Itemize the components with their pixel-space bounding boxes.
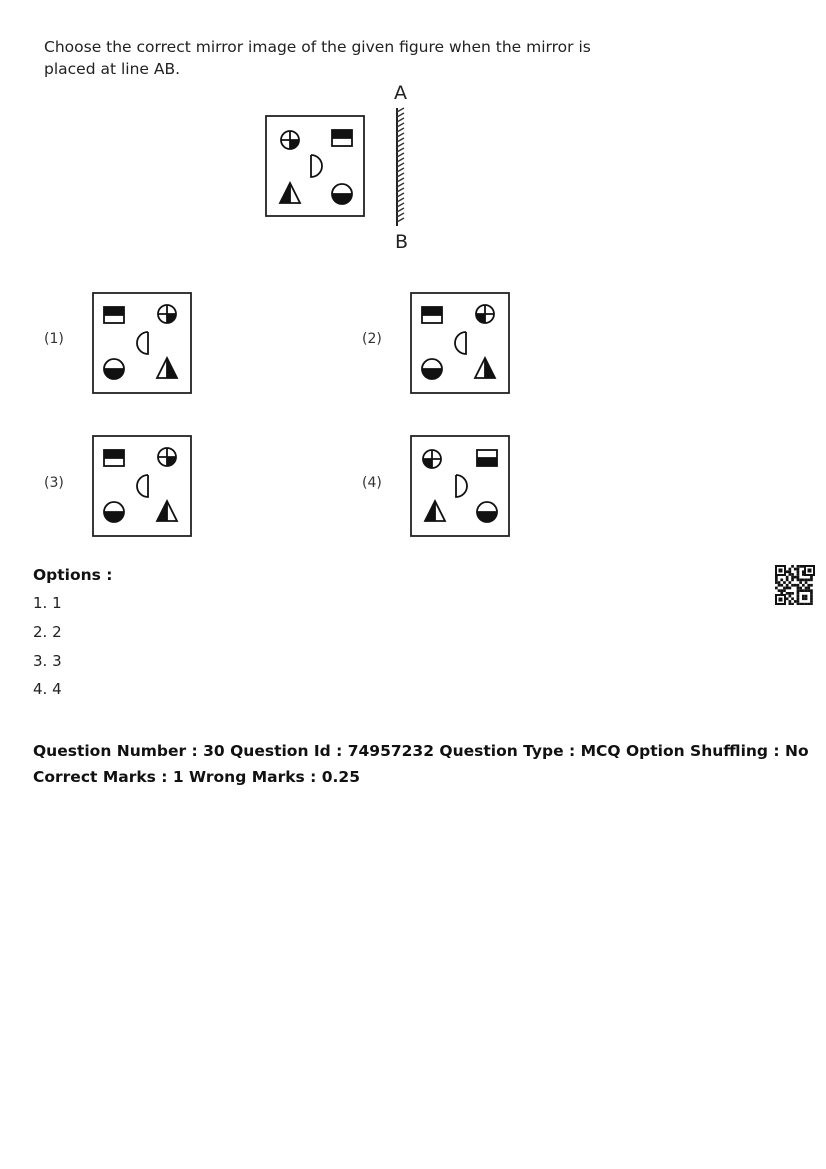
question-text: Choose the correct mirror image of the g…: [44, 38, 591, 78]
half-circle-icon: [136, 331, 149, 355]
half-filled-circle-icon: [421, 358, 443, 380]
half-filled-triangle-icon: [155, 355, 179, 379]
option-1[interactable]: 1. 1: [33, 594, 62, 612]
question-meta-line-1: Question Number : 30 Question Id : 74957…: [33, 742, 809, 760]
mirror-label-b: B: [395, 231, 409, 253]
half-filled-circle-icon: [476, 501, 498, 523]
option-4[interactable]: 4. 4: [33, 680, 62, 698]
half-filled-circle-icon: [103, 358, 125, 380]
half-filled-circle-icon: [331, 183, 353, 205]
option-figure-label-2: (2): [362, 331, 382, 347]
quartered-circle-icon: [280, 130, 300, 150]
option-figure-1[interactable]: [91, 291, 193, 395]
half-circle-icon: [310, 154, 323, 178]
half-filled-triangle-icon: [423, 498, 447, 522]
half-filled-triangle-icon: [278, 180, 302, 204]
half-filled-square-icon: [103, 306, 125, 324]
half-filled-triangle-icon: [155, 498, 179, 522]
half-filled-square-icon: [476, 449, 498, 467]
half-filled-square-icon: [103, 449, 125, 467]
option-figure-label-3: (3): [44, 475, 64, 491]
half-circle-icon: [454, 331, 467, 355]
option-figure-label-1: (1): [44, 331, 64, 347]
option-3[interactable]: 3. 3: [33, 652, 62, 670]
question-meta-line-2: Correct Marks : 1 Wrong Marks : 0.25: [33, 768, 360, 786]
quartered-circle-icon: [475, 304, 495, 324]
quartered-circle-icon: [157, 304, 177, 324]
option-figure-2[interactable]: [409, 291, 511, 395]
half-filled-square-icon: [421, 306, 443, 324]
qr-code-icon: [775, 565, 815, 605]
option-2[interactable]: 2. 2: [33, 623, 62, 641]
half-filled-triangle-icon: [473, 355, 497, 379]
option-figure-label-4: (4): [362, 475, 382, 491]
half-circle-icon: [455, 474, 468, 498]
mirror-line: [396, 107, 405, 226]
half-filled-square-icon: [331, 129, 353, 147]
quartered-circle-icon: [422, 449, 442, 469]
option-figure-3[interactable]: [91, 434, 193, 538]
half-circle-icon: [136, 474, 149, 498]
quartered-circle-icon: [157, 447, 177, 467]
mirror-label-a: A: [394, 82, 407, 104]
question-figure: [265, 115, 365, 217]
half-filled-circle-icon: [103, 501, 125, 523]
options-heading: Options :: [33, 566, 113, 584]
option-figure-4[interactable]: [409, 434, 511, 538]
